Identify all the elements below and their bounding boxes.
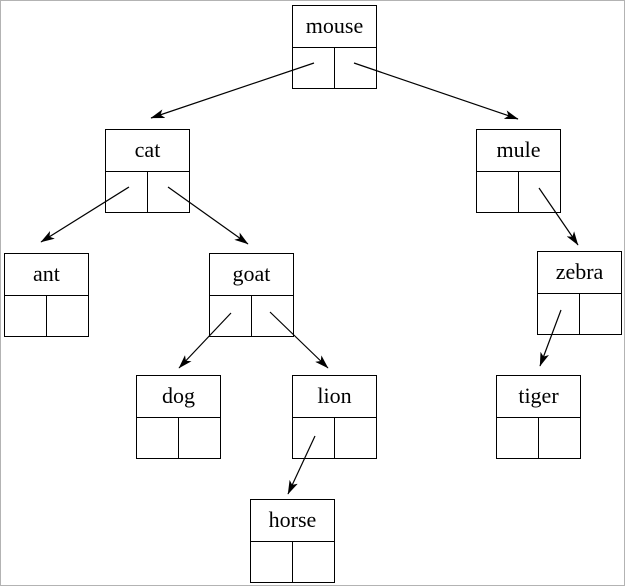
- left-pointer-cell: [538, 293, 580, 334]
- left-pointer-cell: [106, 171, 148, 212]
- pointer-cells-ant: [5, 295, 88, 337]
- node-ant: ant: [4, 253, 89, 337]
- node-label-horse: horse: [251, 500, 334, 542]
- left-pointer-cell: [210, 295, 252, 336]
- right-pointer-cell: [519, 172, 560, 213]
- node-mouse: mouse: [292, 5, 377, 89]
- pointer-cells-mule: [477, 171, 560, 213]
- left-pointer-cell: [251, 541, 293, 582]
- node-goat: goat: [209, 253, 294, 337]
- right-pointer-cell: [179, 418, 220, 459]
- node-dog: dog: [136, 375, 221, 459]
- right-pointer-cell: [539, 418, 580, 459]
- node-label-zebra: zebra: [538, 252, 621, 294]
- right-pointer-cell: [335, 418, 376, 459]
- pointer-cells-mouse: [293, 47, 376, 89]
- node-label-mouse: mouse: [293, 6, 376, 48]
- pointer-cells-horse: [251, 541, 334, 583]
- pointer-cells-lion: [293, 417, 376, 459]
- node-label-goat: goat: [210, 254, 293, 296]
- node-label-cat: cat: [106, 130, 189, 172]
- node-mule: mule: [476, 129, 561, 213]
- node-label-mule: mule: [477, 130, 560, 172]
- right-pointer-cell: [335, 48, 376, 89]
- left-pointer-cell: [137, 417, 179, 458]
- pointer-cells-cat: [106, 171, 189, 213]
- node-lion: lion: [292, 375, 377, 459]
- left-pointer-cell: [5, 295, 47, 336]
- node-horse: horse: [250, 499, 335, 583]
- edge-arrow-mouse-left-cat: [150, 62, 315, 119]
- left-pointer-cell: [497, 417, 539, 458]
- left-pointer-cell: [477, 171, 519, 212]
- right-pointer-cell: [47, 296, 88, 337]
- right-pointer-cell: [252, 296, 293, 337]
- pointer-cells-zebra: [538, 293, 621, 335]
- node-label-dog: dog: [137, 376, 220, 418]
- left-pointer-cell: [293, 47, 335, 88]
- edge-arrow-mouse-right-mule: [353, 62, 519, 120]
- node-label-tiger: tiger: [497, 376, 580, 418]
- pointer-cells-goat: [210, 295, 293, 337]
- right-pointer-cell: [580, 294, 621, 335]
- node-tiger: tiger: [496, 375, 581, 459]
- node-label-ant: ant: [5, 254, 88, 296]
- node-cat: cat: [105, 129, 190, 213]
- node-label-lion: lion: [293, 376, 376, 418]
- node-zebra: zebra: [537, 251, 622, 335]
- right-pointer-cell: [293, 542, 334, 583]
- pointer-cells-dog: [137, 417, 220, 459]
- pointer-cells-tiger: [497, 417, 580, 459]
- left-pointer-cell: [293, 417, 335, 458]
- right-pointer-cell: [148, 172, 189, 213]
